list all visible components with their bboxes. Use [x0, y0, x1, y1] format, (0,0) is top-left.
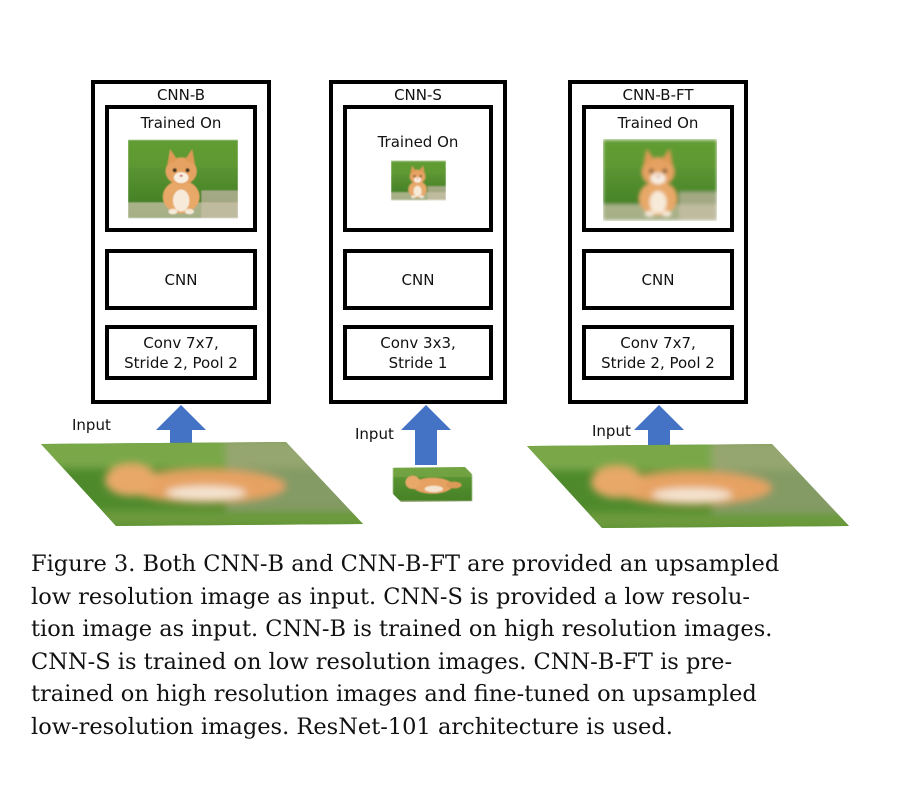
kitten-blurred-image — [603, 139, 717, 221]
conv-block: Conv 3x3, Stride 1 — [343, 325, 493, 380]
kitten-high-res-image — [128, 139, 238, 219]
panel-title: CNN-S — [333, 86, 503, 104]
trained-on-box: Trained On — [105, 105, 257, 232]
panel-title: CNN-B — [95, 86, 267, 104]
cnn-block: CNN — [582, 249, 734, 310]
input-label: Input — [72, 416, 111, 434]
conv-line-2: Stride 2, Pool 2 — [124, 353, 238, 373]
caption-line: low resolution image as input. CNN-S is … — [31, 581, 871, 614]
panel-title: CNN-B-FT — [572, 86, 744, 104]
trained-on-label: Trained On — [586, 113, 730, 133]
conv-block: Conv 7x7, Stride 2, Pool 2 — [582, 325, 734, 380]
conv-line-1: Conv 3x3, — [380, 333, 456, 353]
conv-line-1: Conv 7x7, — [143, 333, 219, 353]
conv-line-1: Conv 7x7, — [620, 333, 696, 353]
trained-on-box: Trained On — [343, 105, 493, 232]
input-label: Input — [592, 422, 631, 440]
upsampled-input-image — [36, 438, 366, 528]
caption-line: CNN-S is trained on low resolution image… — [31, 646, 871, 679]
conv-line-2: Stride 1 — [389, 353, 448, 373]
input-arrow-icon — [401, 405, 451, 465]
conv-block: Conv 7x7, Stride 2, Pool 2 — [105, 325, 257, 380]
trained-on-label: Trained On — [347, 132, 489, 152]
upsampled-input-image — [522, 440, 852, 530]
trained-on-box: Trained On — [582, 105, 734, 232]
conv-line-2: Stride 2, Pool 2 — [601, 353, 715, 373]
cnn-block: CNN — [105, 249, 257, 310]
figure-caption: Figure 3. Both CNN-B and CNN-B-FT are pr… — [31, 548, 871, 743]
input-label: Input — [355, 425, 394, 443]
cnn-block: CNN — [343, 249, 493, 310]
cnn-label: CNN — [402, 270, 435, 290]
cnn-label: CNN — [642, 270, 675, 290]
trained-on-label: Trained On — [109, 113, 253, 133]
caption-line: low-resolution images. ResNet-101 archit… — [31, 711, 871, 744]
caption-line: tion image as input. CNN-B is trained on… — [31, 613, 871, 646]
caption-line: trained on high resolution images and fi… — [31, 678, 871, 711]
kitten-low-res-image — [391, 160, 446, 201]
caption-line: Figure 3. Both CNN-B and CNN-B-FT are pr… — [31, 548, 871, 581]
cnn-label: CNN — [165, 270, 198, 290]
low-res-input-image — [365, 464, 500, 504]
